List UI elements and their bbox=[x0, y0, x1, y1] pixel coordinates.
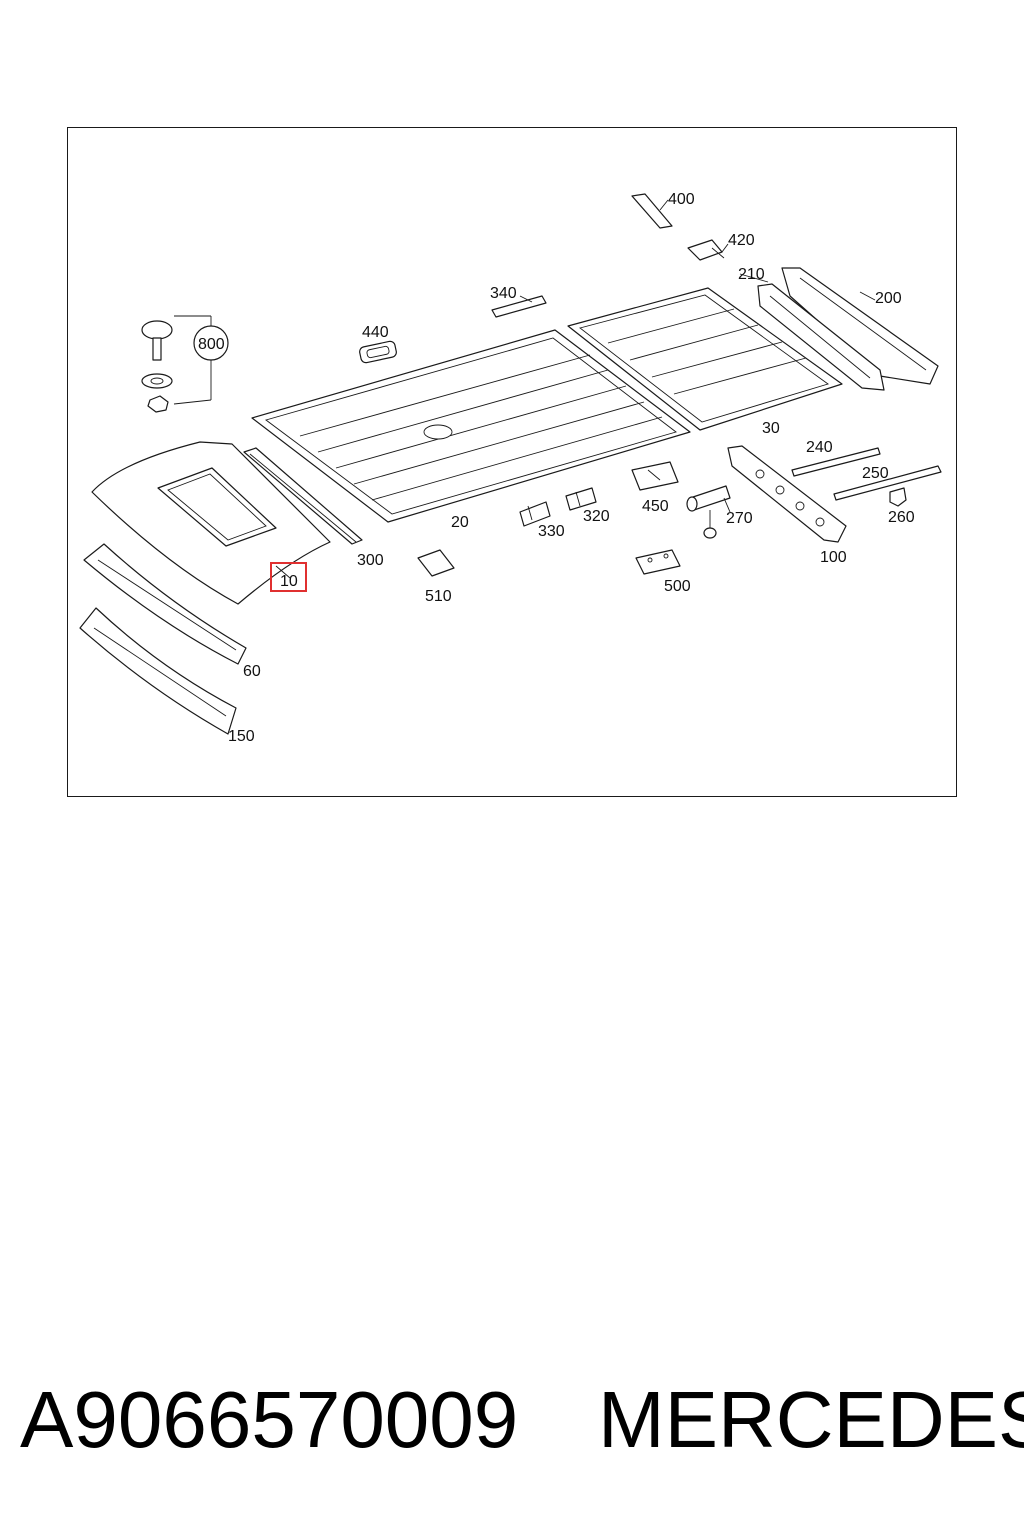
highlight-box-10 bbox=[270, 562, 307, 592]
callout-320: 320 bbox=[583, 508, 610, 525]
part-30-rear-roof-panel bbox=[567, 287, 843, 431]
callout-270: 270 bbox=[726, 510, 753, 527]
diagram-frame bbox=[67, 127, 957, 797]
part-340-strip bbox=[491, 295, 547, 318]
callout-800: 800 bbox=[198, 336, 225, 353]
callout-240: 240 bbox=[806, 439, 833, 456]
part-500-plate bbox=[635, 549, 681, 575]
leader-lines bbox=[275, 199, 876, 579]
callout-300: 300 bbox=[357, 552, 384, 569]
part-250-rail bbox=[833, 465, 942, 501]
callout-400: 400 bbox=[668, 191, 695, 208]
part-200-rear-header bbox=[781, 267, 939, 385]
callout-450: 450 bbox=[642, 498, 669, 515]
callout-20: 20 bbox=[451, 514, 469, 531]
part-60-front-header bbox=[83, 543, 247, 665]
part-270-tube bbox=[686, 485, 731, 539]
callout-260: 260 bbox=[888, 509, 915, 526]
callout-510: 510 bbox=[425, 588, 452, 605]
callout-150: 150 bbox=[228, 728, 255, 745]
part-420-plate bbox=[687, 239, 725, 261]
part-number: A9066570009 bbox=[20, 1375, 519, 1464]
callout-10: 10 bbox=[280, 573, 298, 590]
callout-200: 200 bbox=[875, 290, 902, 307]
brand-name: MERCEDES bbox=[598, 1375, 1024, 1464]
callout-100: 100 bbox=[820, 549, 847, 566]
callout-500: 500 bbox=[664, 578, 691, 595]
part-260-clip bbox=[889, 487, 907, 507]
part-450-bracket bbox=[631, 461, 679, 491]
part-800-fastener-set bbox=[141, 315, 229, 413]
callout-250: 250 bbox=[862, 465, 889, 482]
callout-420: 420 bbox=[728, 232, 755, 249]
part-440-grommet bbox=[359, 340, 397, 364]
part-400-bracket bbox=[631, 193, 673, 229]
part-150-front-trim bbox=[79, 607, 237, 735]
part-210-rear-bracket bbox=[757, 283, 885, 391]
callout-60: 60 bbox=[243, 663, 261, 680]
part-20-roof-panel bbox=[251, 329, 691, 523]
part-330-bracket bbox=[519, 501, 551, 527]
callout-30: 30 bbox=[762, 420, 780, 437]
part-320-bracket bbox=[565, 487, 597, 511]
part-300-side-strip bbox=[243, 447, 363, 545]
part-240-rail bbox=[791, 447, 881, 477]
callout-210: 210 bbox=[738, 266, 765, 283]
callout-340: 340 bbox=[490, 285, 517, 302]
part-510-pad bbox=[417, 549, 455, 577]
callout-440: 440 bbox=[362, 324, 389, 341]
part-100-side-rail bbox=[727, 445, 847, 543]
footer: A9066570009 MERCEDES bbox=[0, 1365, 1024, 1475]
callout-330: 330 bbox=[538, 523, 565, 540]
